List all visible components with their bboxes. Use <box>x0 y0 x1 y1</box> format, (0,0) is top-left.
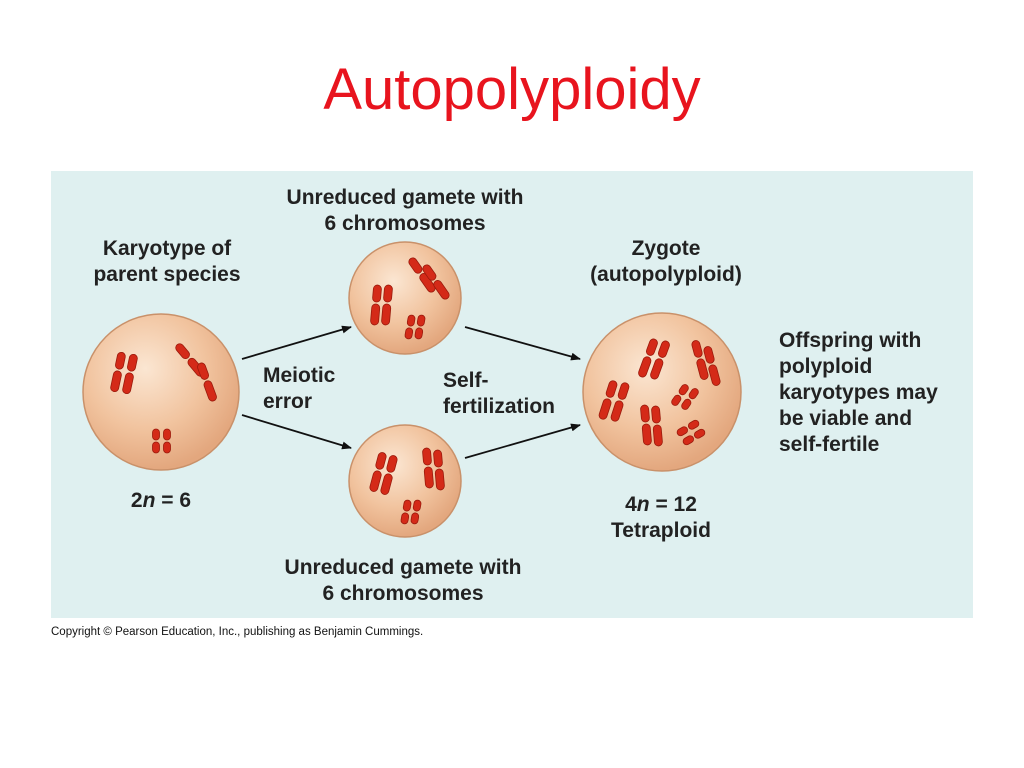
meiotic-error-label: Meiotic error <box>263 363 335 415</box>
zygote-ploidy-num: 4 <box>625 493 637 516</box>
arrow-parent-to-gamete-bottom <box>241 414 352 450</box>
parent-label: Karyotype of parent species <box>62 236 272 288</box>
gamete-bottom-cell <box>348 424 462 538</box>
zygote-label: Zygote (autopolyploid) <box>556 236 776 288</box>
selffert-label-line1: Self- <box>443 369 489 392</box>
arrow-gamete-top-to-zygote <box>464 326 581 361</box>
meiotic-label-line2: error <box>263 390 313 413</box>
zygote-ploidy-rest: = 12 <box>649 493 697 516</box>
gamete-bottom-label-line1: Unreduced gamete with <box>284 556 522 579</box>
zygote-ploidy-var: n <box>636 493 650 516</box>
gamete-bottom-label: Unreduced gamete with 6 chromosomes <box>253 555 553 607</box>
parent-ploidy-var: n <box>142 489 156 512</box>
offspring-label: Offspring with polyploid karyotypes may … <box>779 328 938 458</box>
zygote-ploidy-word: Tetraploid <box>611 519 711 542</box>
offspring-label-line2: polyploid <box>779 355 873 378</box>
offspring-label-line4: be viable and <box>779 407 913 430</box>
parent-ploidy-label: 2n = 6 <box>91 488 231 514</box>
gamete-top-cell <box>348 241 462 355</box>
parent-label-line1: Karyotype of <box>102 237 232 260</box>
offspring-label-line5: self-fertile <box>779 433 880 456</box>
arrow-gamete-bottom-to-zygote <box>464 423 581 459</box>
zygote-ploidy-label: 4n = 12 Tetraploid <box>571 492 751 544</box>
parent-label-line2: parent species <box>93 263 241 286</box>
meiotic-label-line1: Meiotic <box>263 364 336 387</box>
zygote-label-line1: Zygote <box>631 237 701 260</box>
zygote-ploidy-line1: 4n = 12 <box>571 492 751 518</box>
gamete-top-label-line1: Unreduced gamete with <box>286 186 524 209</box>
gamete-bottom-label-line2: 6 chromosomes <box>322 582 484 605</box>
page-title: Autopolyploidy <box>323 57 701 122</box>
parent-ploidy-rest: = 6 <box>155 489 192 512</box>
self-fertilization-label: Self- fertilization <box>443 368 555 420</box>
arrow-parent-to-gamete-top <box>241 325 352 360</box>
offspring-label-line1: Offspring with <box>779 329 922 352</box>
gamete-top-label-line2: 6 chromosomes <box>324 212 486 235</box>
offspring-label-line3: karyotypes may <box>779 381 938 404</box>
zygote-label-line2: (autopolyploid) <box>590 263 742 286</box>
selffert-label-line2: fertilization <box>443 395 556 418</box>
copyright-notice: Copyright © Pearson Education, Inc., pub… <box>51 626 424 638</box>
parent-ploidy-num: 2 <box>130 489 143 512</box>
gamete-top-label: Unreduced gamete with 6 chromosomes <box>255 185 555 237</box>
parent-cell <box>82 313 240 471</box>
